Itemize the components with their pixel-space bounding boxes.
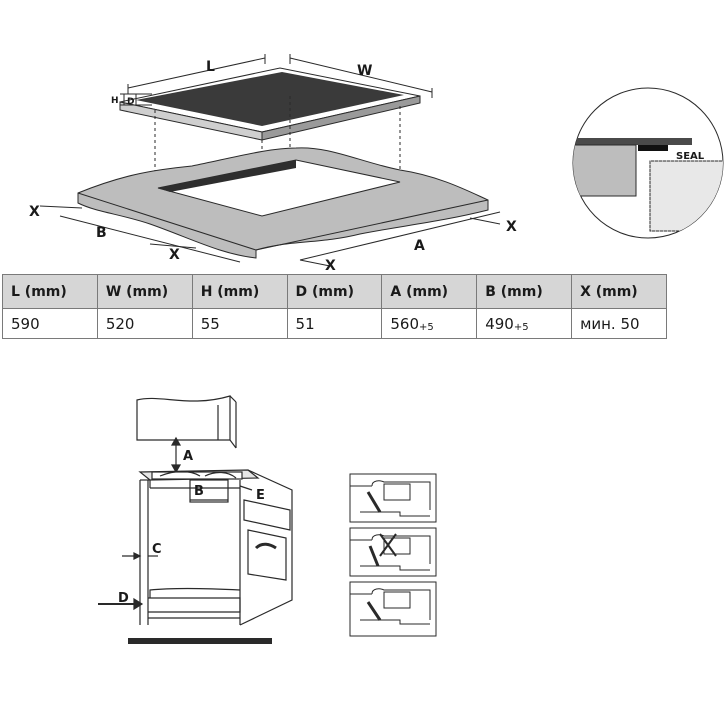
label-a: A — [414, 238, 425, 254]
value-l: 590 — [11, 314, 40, 333]
header-w: W (mm) — [96, 274, 193, 309]
cell-l: 590 — [2, 308, 98, 339]
edge-detail-correct-1 — [349, 473, 437, 523]
installation-dimensions-diagram: L W H D X B X A X X — [29, 54, 724, 272]
header-l: L (mm) — [2, 274, 98, 309]
seal-label: SEAL — [676, 151, 705, 162]
value-w: 520 — [105, 314, 135, 333]
label-e-clearance: E — [256, 488, 265, 503]
cabinet-illustration — [98, 395, 293, 644]
value-b: 490 — [485, 314, 514, 333]
cell-a: 560+5 — [381, 308, 478, 339]
table-header-row: L (mm) W (mm) H (mm) D (mm) A (mm) B (mm… — [2, 274, 667, 309]
label-l: L — [206, 59, 215, 75]
label-b-clearance: B — [194, 484, 204, 499]
tolerance-a: +5 — [419, 321, 434, 333]
edge-detail-wrong — [349, 527, 437, 577]
edge-detail-correct-2 — [349, 581, 437, 637]
label-h: H — [111, 96, 119, 106]
value-x: мин. 50 — [580, 314, 640, 333]
label-b: B — [96, 225, 107, 241]
value-d: 51 — [295, 314, 315, 333]
cell-d: 51 — [286, 308, 383, 339]
seal-detail-illustration: SEAL — [572, 87, 724, 239]
label-c-clearance: C — [152, 542, 162, 557]
header-h: H (mm) — [191, 274, 288, 309]
cell-h: 55 — [191, 308, 288, 339]
table-row: 590 520 55 51 560+5 490+5 мин. 50 — [2, 308, 667, 339]
value-h: 55 — [200, 314, 220, 333]
tolerance-b: +5 — [513, 321, 529, 333]
header-a: A (mm) — [381, 274, 478, 309]
cabinet-clearance-diagram: A B C D E — [98, 395, 437, 644]
dimensions-table: L (mm) W (mm) H (mm) D (mm) A (mm) B (mm… — [2, 274, 667, 339]
label-d-clearance: D — [118, 591, 129, 606]
cell-x: мин. 50 — [571, 308, 667, 339]
header-x: X (mm) — [571, 274, 667, 309]
countertop-illustration: X B X A X X — [29, 147, 517, 272]
label-a-clearance: A — [183, 449, 193, 464]
label-d: D — [127, 97, 134, 107]
label-x-right: X — [506, 219, 517, 235]
label-x-bottom-left: X — [169, 247, 180, 263]
value-a: 560 — [390, 314, 420, 333]
header-b: B (mm) — [476, 274, 573, 309]
label-w: W — [357, 63, 372, 79]
cell-b: 490+5 — [476, 308, 573, 339]
edge-detail-panels — [349, 473, 437, 637]
cell-w: 520 — [96, 308, 193, 339]
label-x-bottom: X — [325, 258, 336, 272]
label-x-left: X — [29, 204, 40, 220]
header-d: D (mm) — [286, 274, 383, 309]
cooktop-illustration: L W H D — [111, 54, 433, 222]
